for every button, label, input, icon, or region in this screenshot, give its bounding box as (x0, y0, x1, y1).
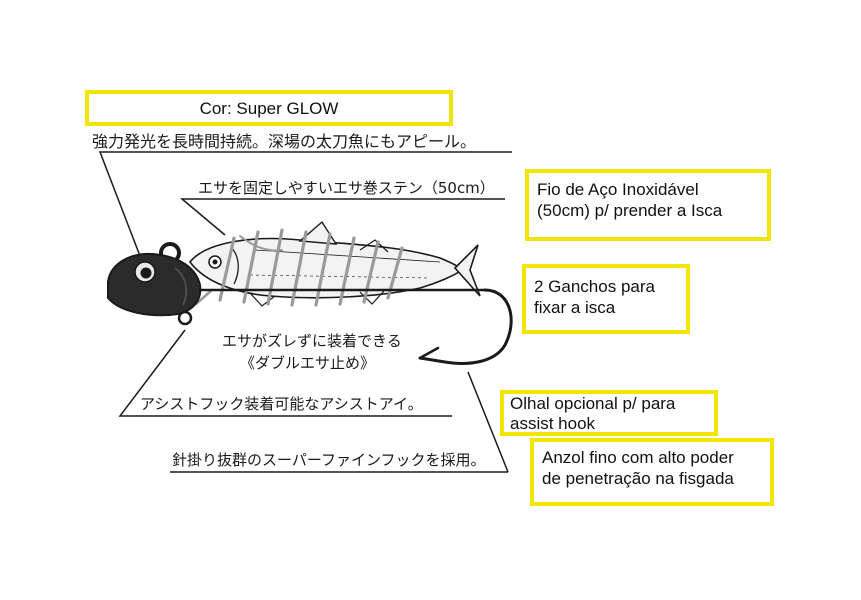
box-assist-line2: assist hook (510, 414, 596, 433)
hook-barb (418, 346, 440, 360)
box-assist-line1: Olhal opcional p/ para (510, 394, 676, 413)
hook-bend (418, 288, 513, 365)
label-stopper-jp-2: 《ダブルエサ止め》 (240, 354, 376, 372)
leader-hook-tip (467, 371, 509, 473)
box-hook: Anzol fino com alto poder de penetração … (530, 438, 774, 506)
label-stopper-jp-1: エサがズレずに装着できる (222, 332, 402, 350)
box-wire-line1: Fio de Aço Inoxidável (537, 180, 699, 199)
box-hooks-line1: 2 Ganchos para (534, 277, 655, 296)
hook (198, 288, 513, 365)
assist-eye (177, 310, 193, 326)
leader-lines (98, 151, 512, 473)
box-color-text: Cor: Super GLOW (199, 99, 339, 118)
label-hook-jp: 針掛り抜群のスーパーファインフックを採用。 (172, 451, 486, 469)
box-wire-line2: (50cm) p/ prender a Isca (537, 201, 723, 220)
box-color: Cor: Super GLOW (85, 90, 453, 126)
box-hooks-line2: fixar a isca (534, 298, 616, 317)
box-hooks: 2 Ganchos para fixar a isca (522, 264, 690, 334)
label-glow-jp: 強力発光を長時間持続。深場の太刀魚にもアピール。 (92, 132, 477, 151)
label-wire-jp: エサを固定しやすいエサ巻ステン（50cm） (198, 179, 495, 197)
label-assist-eye-jp: アシストフック装着可能なアシストアイ。 (140, 395, 423, 413)
box-assist: Olhal opcional p/ para assist hook (500, 390, 718, 436)
box-hook-line1: Anzol fino com alto poder (542, 448, 734, 467)
leader-wire (179, 198, 505, 236)
bait-fish (188, 220, 481, 307)
fish-tail (453, 244, 481, 297)
leader-glow (98, 151, 512, 257)
box-hook-line2: de penetração na fisgada (542, 469, 734, 488)
box-wire: Fio de Aço Inoxidável (50cm) p/ prender … (525, 169, 771, 241)
leader-assist-eye (118, 329, 452, 417)
jig-head (107, 242, 202, 326)
